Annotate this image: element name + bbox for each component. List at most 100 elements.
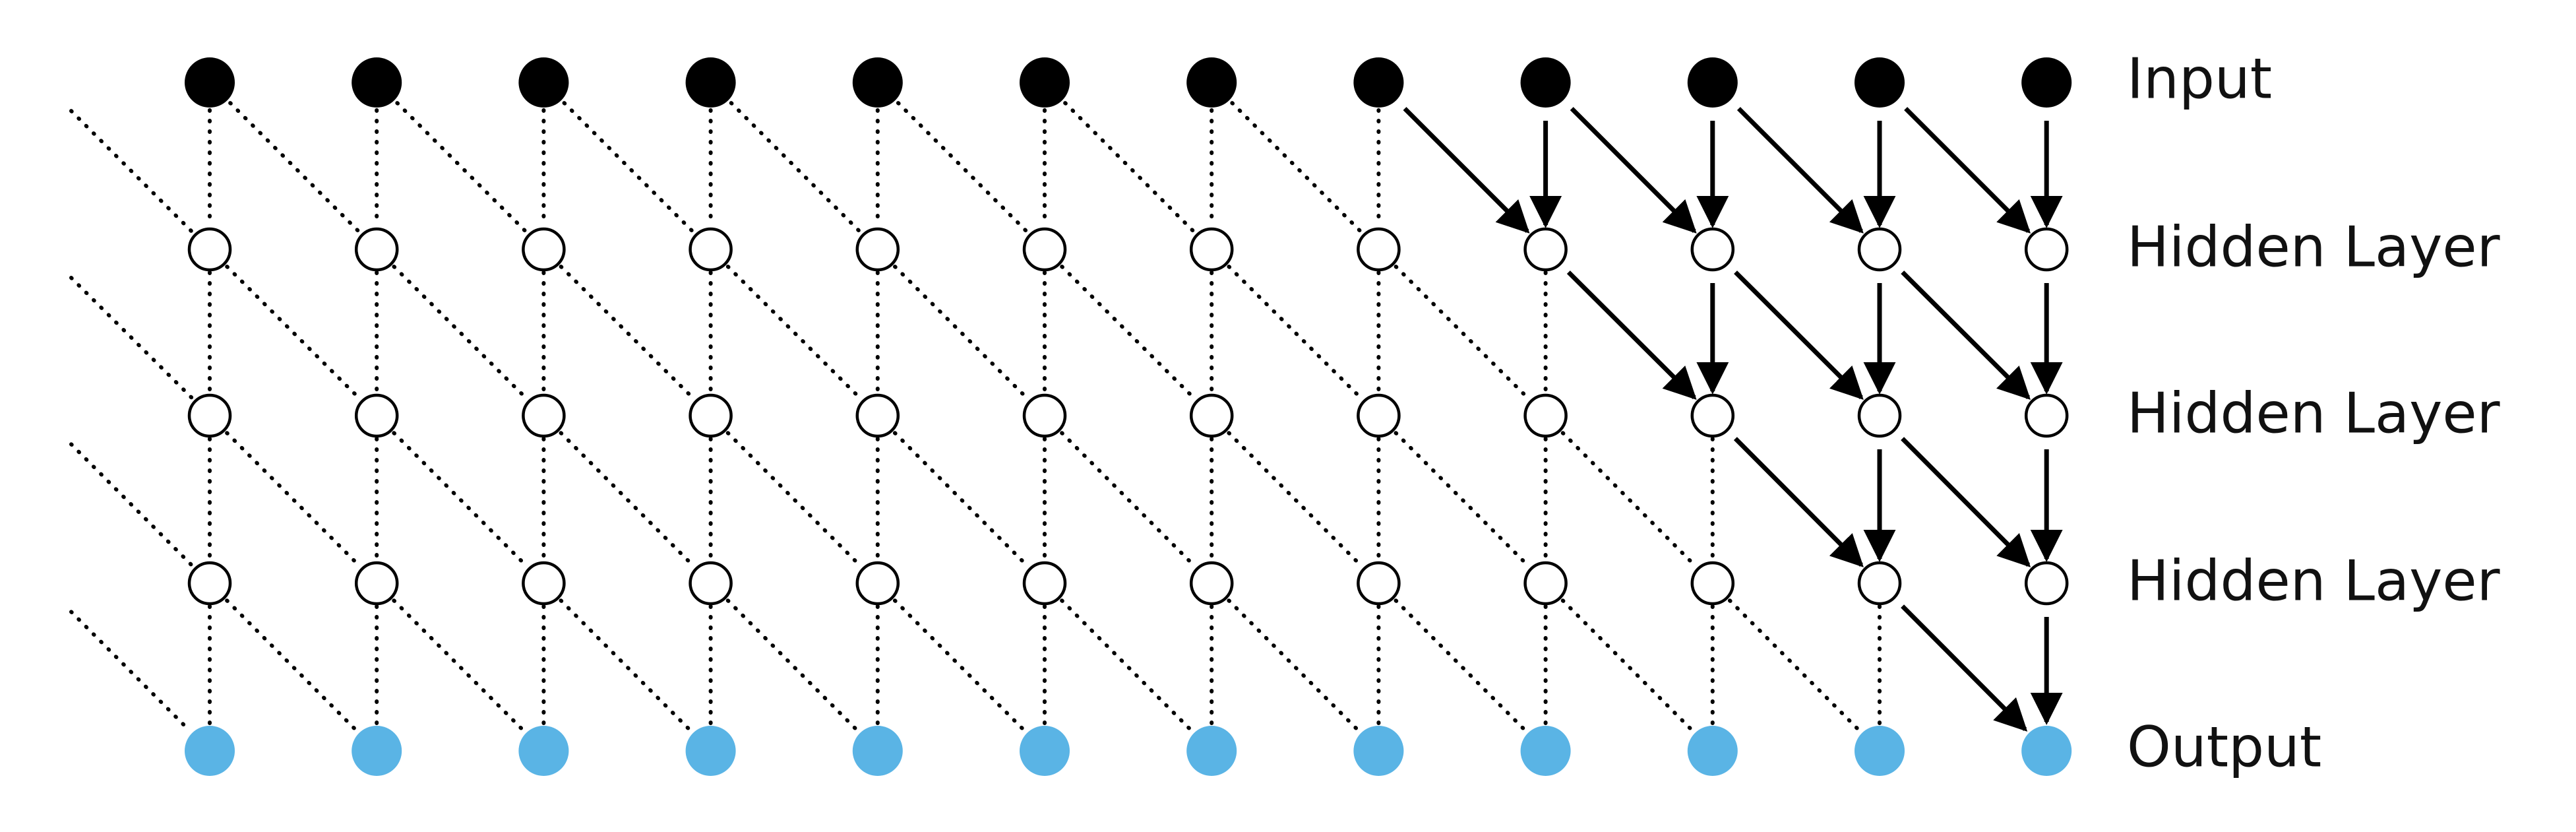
- input-node: [1353, 57, 1404, 108]
- input-node: [2021, 57, 2072, 108]
- label-output: Output: [2127, 715, 2321, 780]
- arrow-edge: [1901, 437, 2031, 567]
- hidden-node: [187, 393, 232, 438]
- hidden-node: [522, 561, 566, 606]
- label-hidden-layer-3: Hidden Layer: [2127, 548, 2500, 614]
- hidden-node: [354, 227, 399, 272]
- output-node: [1855, 726, 1905, 776]
- input-node: [852, 57, 903, 108]
- dotted-edge: [225, 598, 359, 732]
- dotted-edge: [225, 431, 362, 568]
- dotted-edge: [1394, 431, 1531, 568]
- arrow-edge: [1734, 271, 1864, 400]
- arrow-edge: [1904, 107, 2031, 234]
- inactive-connections: [69, 101, 1882, 732]
- hidden-node: [1022, 393, 1067, 438]
- output-node: [1353, 726, 1404, 776]
- dotted-edge: [559, 431, 696, 568]
- output-node: [518, 726, 569, 776]
- hidden-node: [1690, 561, 1735, 606]
- dotted-edge: [1227, 431, 1364, 568]
- dotted-edge: [1060, 431, 1197, 568]
- dotted-edge: [892, 598, 1026, 732]
- input-node: [352, 57, 402, 108]
- dotted-edge: [1394, 265, 1531, 400]
- hidden-node: [2024, 393, 2069, 438]
- dotted-edge: [1227, 598, 1361, 732]
- input-node: [1855, 57, 1905, 108]
- active-connections: [1403, 107, 2063, 732]
- input-node: [1020, 57, 1070, 108]
- output-node: [1687, 726, 1738, 776]
- dotted-edge: [562, 101, 696, 234]
- dotted-edge: [1560, 598, 1694, 732]
- dotted-edge: [725, 598, 859, 732]
- input-node: [685, 57, 736, 108]
- hidden-node: [187, 227, 232, 272]
- dotted-edge: [725, 265, 863, 400]
- dotted-edge: [893, 265, 1029, 400]
- dotted-edge: [392, 265, 529, 400]
- arrow-edge: [1736, 107, 1864, 234]
- hidden-node: [1690, 393, 1735, 438]
- hidden-node: [1523, 227, 1568, 272]
- hidden-node: [1357, 227, 1401, 272]
- hidden-node: [1022, 227, 1067, 272]
- arrow-edge: [1901, 271, 2031, 400]
- output-node: [2021, 726, 2072, 776]
- hidden-node: [2024, 561, 2069, 606]
- dotted-edge: [225, 265, 361, 400]
- output-node: [1520, 726, 1571, 776]
- output-node: [852, 726, 903, 776]
- dotted-edge: [1227, 265, 1364, 400]
- input-node: [185, 57, 235, 108]
- input-node: [1520, 57, 1571, 108]
- dotted-edge: [1394, 598, 1527, 732]
- dotted-edge: [1060, 598, 1194, 732]
- dotted-edge: [1560, 431, 1698, 568]
- hidden-node: [689, 393, 733, 438]
- hidden-node: [855, 393, 900, 438]
- input-node: [1186, 57, 1237, 108]
- hidden-node: [1690, 227, 1735, 272]
- arrow-edge: [1403, 107, 1530, 234]
- network-nodes: [185, 57, 2072, 776]
- hidden-node: [855, 227, 900, 272]
- hidden-node: [1357, 561, 1401, 606]
- hidden-node: [354, 393, 399, 438]
- dotted-edge: [725, 431, 863, 568]
- hidden-node: [2024, 227, 2069, 272]
- hidden-node: [354, 561, 399, 606]
- dotted-edge: [896, 101, 1029, 234]
- dotted-edge: [69, 610, 191, 732]
- hidden-node: [187, 561, 232, 606]
- dotted-edge: [69, 109, 195, 234]
- hidden-node: [855, 561, 900, 606]
- arrow-edge: [1901, 604, 2028, 732]
- dotted-edge: [1230, 101, 1364, 234]
- hidden-node: [1523, 561, 1568, 606]
- output-node: [1020, 726, 1070, 776]
- label-hidden-layer-2: Hidden Layer: [2127, 381, 2500, 446]
- hidden-node: [689, 227, 733, 272]
- input-node: [518, 57, 569, 108]
- dotted-edge: [1727, 598, 1861, 732]
- output-node: [1186, 726, 1237, 776]
- hidden-node: [522, 227, 566, 272]
- hidden-node: [1523, 393, 1568, 438]
- hidden-node: [1022, 561, 1067, 606]
- output-node: [685, 726, 736, 776]
- dotted-edge: [392, 431, 529, 568]
- label-hidden-layer-1: Hidden Layer: [2127, 214, 2500, 280]
- hidden-node: [1857, 393, 1902, 438]
- dotted-edge: [729, 101, 863, 234]
- hidden-node: [689, 561, 733, 606]
- hidden-node: [1857, 561, 1902, 606]
- output-node: [352, 726, 402, 776]
- dotted-edge: [892, 431, 1029, 568]
- output-node: [185, 726, 235, 776]
- hidden-node: [1189, 393, 1234, 438]
- arrow-edge: [1733, 437, 1864, 567]
- hidden-node: [1189, 561, 1234, 606]
